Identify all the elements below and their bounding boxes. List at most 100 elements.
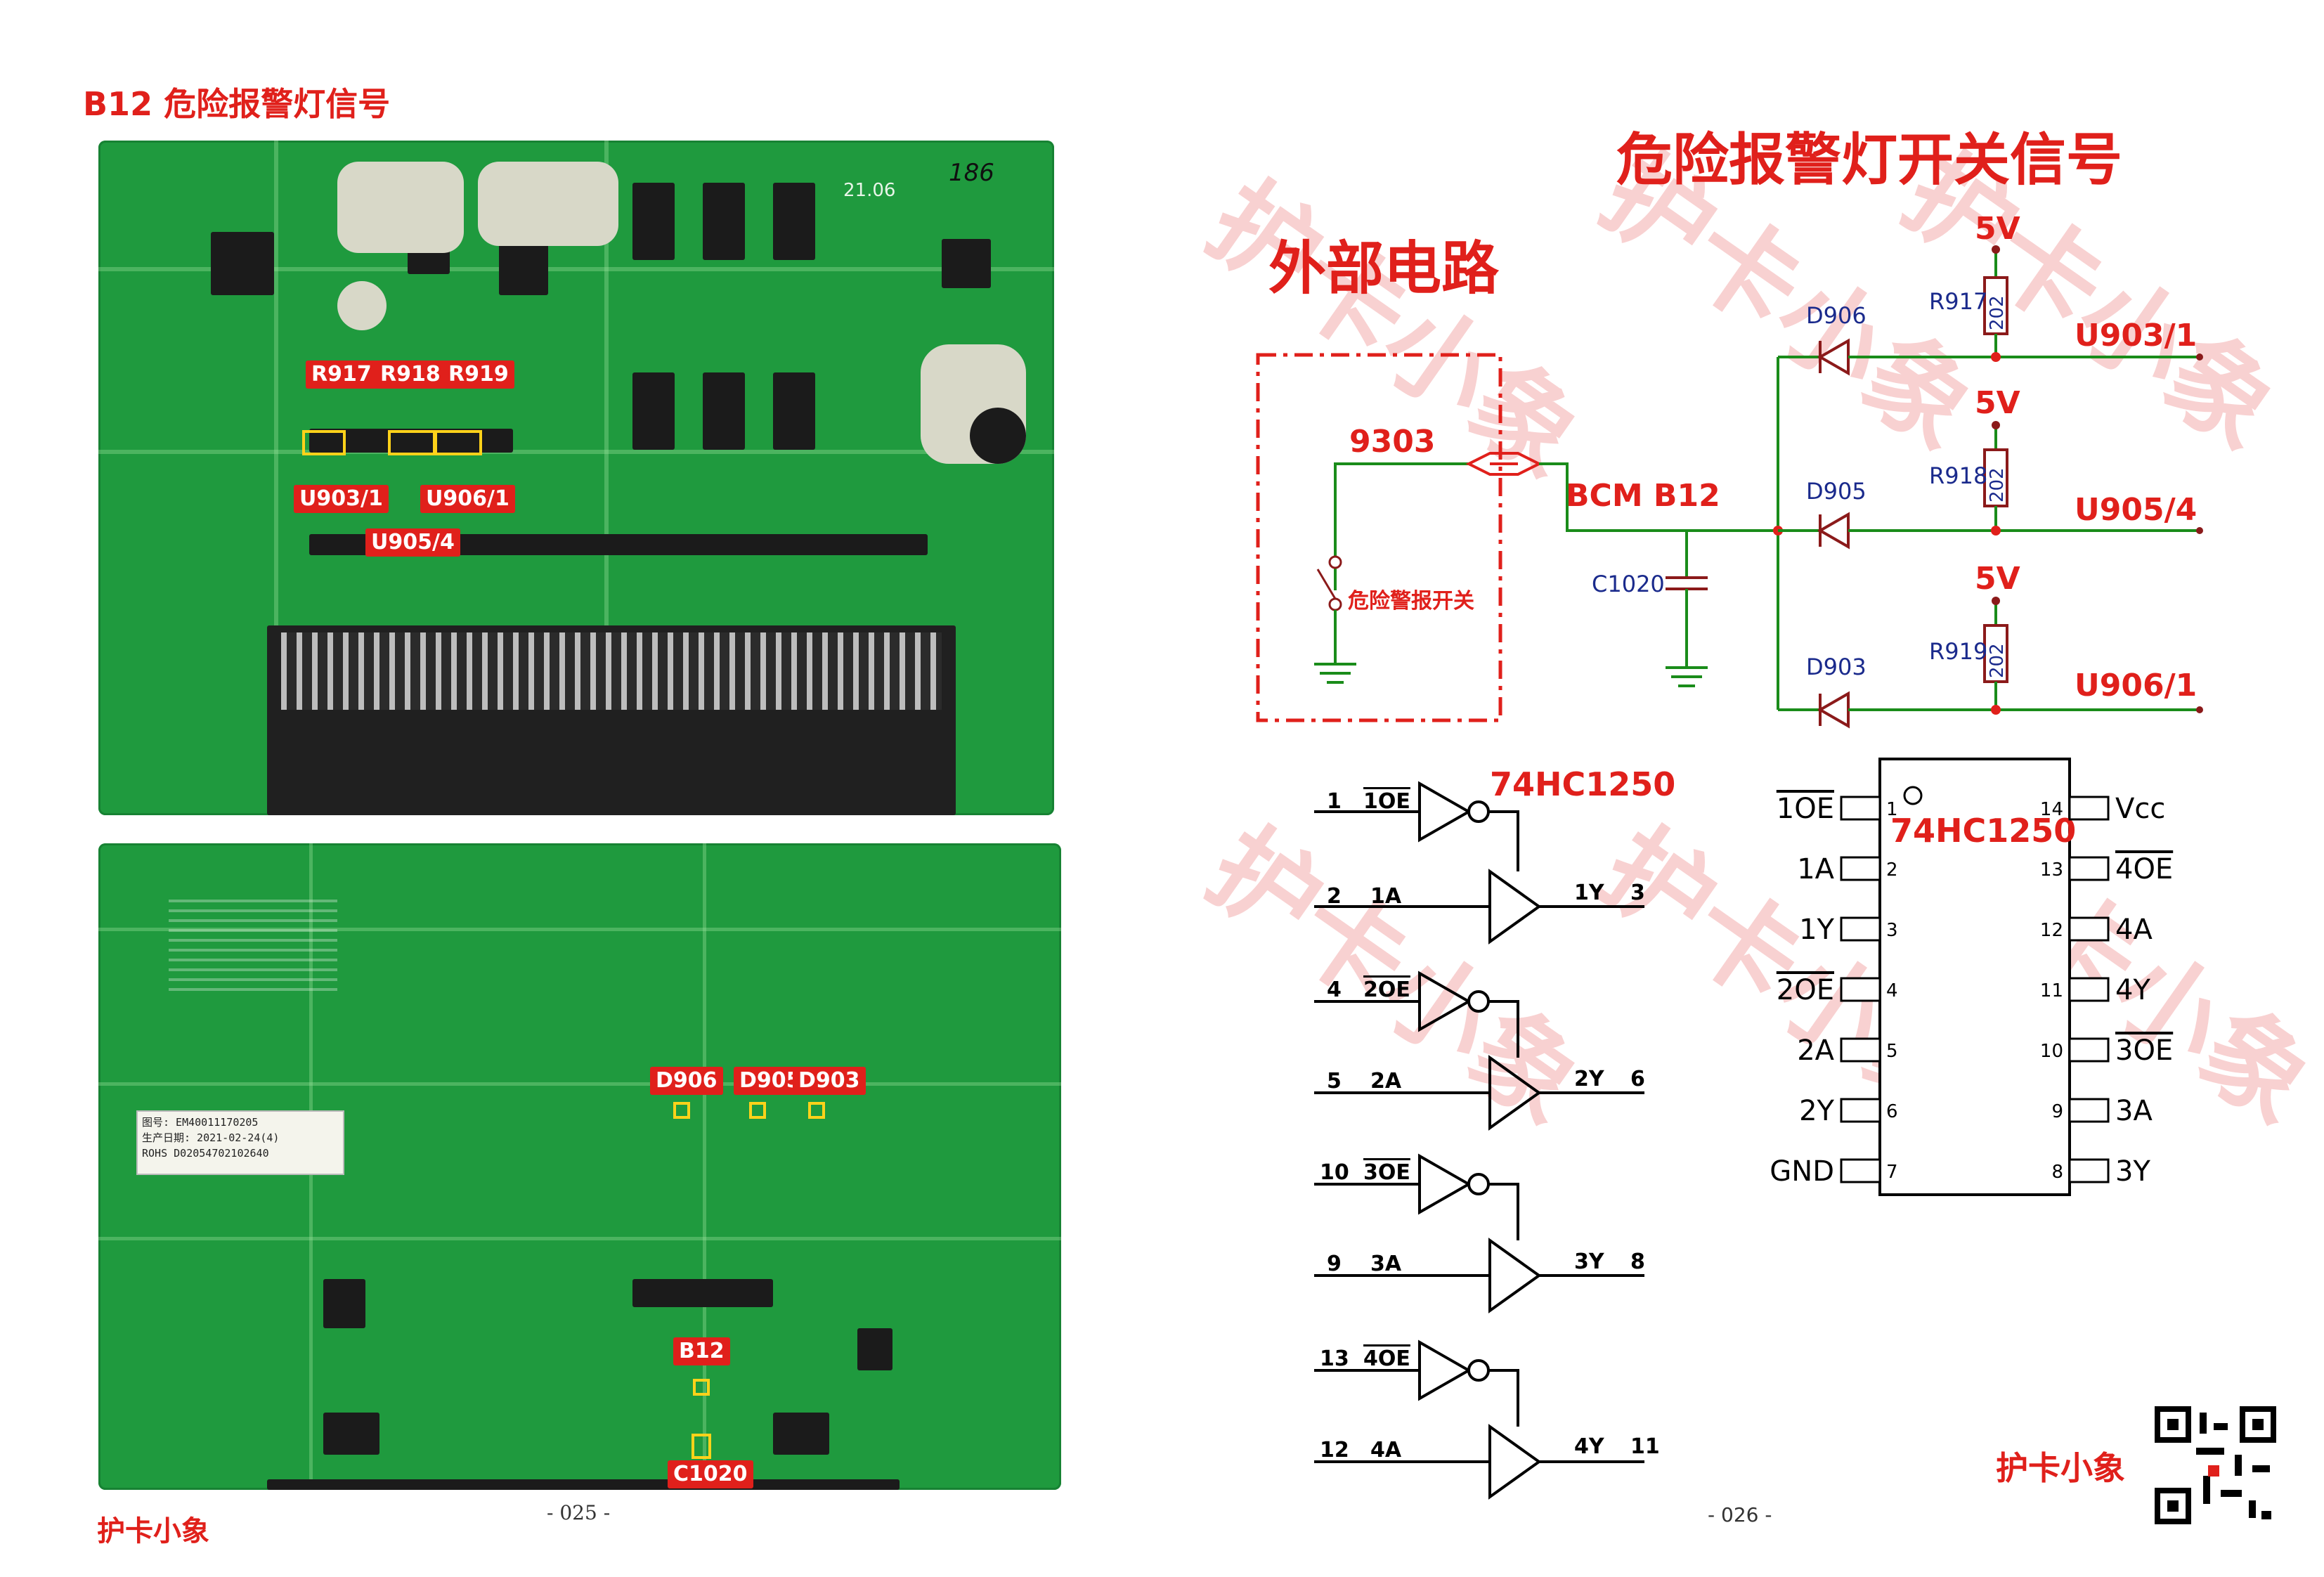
- ic-left-pin-3: 31Y: [1799, 914, 1897, 946]
- ic-right-pin-8: 8 3Y: [2051, 1155, 2150, 1188]
- supply-5v-3: 5V: [1975, 561, 2020, 597]
- switch-label: 危险警报开关: [1348, 589, 1474, 614]
- label-u905: U905/4: [365, 528, 460, 557]
- pcb-bottom-photo: 图号: EM40011170205 生产日期: 2021-02-24(4) RO…: [98, 843, 1061, 1490]
- gate-4: [1314, 1339, 1644, 1500]
- resistor-r919-label: R919: [1929, 638, 1987, 665]
- highlight-d903: [808, 1102, 825, 1119]
- gate-1-oe: 1OE: [1363, 789, 1410, 814]
- diode-row-2: [1778, 421, 2203, 550]
- qr-code-icon: [2155, 1406, 2276, 1524]
- capacitor-label: C1020: [1592, 571, 1665, 597]
- ic-left-pin-2: 21A: [1797, 853, 1897, 885]
- ic-pinout-title: 74HC1250: [1890, 812, 2076, 850]
- output-u903-label: U903/1: [2075, 318, 2197, 353]
- ic-pin-name: GND: [1770, 1155, 1834, 1188]
- gate-4-oe: 4OE: [1363, 1346, 1410, 1371]
- ic-left-pin-5: 52A: [1797, 1034, 1897, 1067]
- ic-pin-number: 11: [2040, 980, 2063, 1001]
- label-r918: R918: [375, 361, 446, 389]
- pcb-top-photo: 186 21.06: [98, 141, 1054, 815]
- resistor-r919-value: 202: [1987, 643, 2008, 678]
- ic-pinout-body: [1878, 758, 2071, 1196]
- switch-contact: [1316, 569, 1337, 599]
- right-brand: 护卡小象: [1996, 1449, 2125, 1487]
- resistor-r917-label: R917: [1929, 288, 1987, 315]
- label-r919: R919: [443, 361, 514, 389]
- label-d903: D903: [793, 1067, 866, 1095]
- label-u906: U906/1: [420, 485, 515, 513]
- supply-5v-1: 5V: [1975, 211, 2020, 247]
- label-d906: D906: [650, 1067, 723, 1095]
- ic-pin-number: 13: [2040, 859, 2063, 881]
- ic-pin-number: 8: [2051, 1162, 2063, 1183]
- ic-pin-number: 12: [2040, 920, 2063, 941]
- gate-2-out-pin: 6: [1630, 1067, 1645, 1091]
- gate-4-in-pin: 12: [1320, 1438, 1349, 1462]
- gate-3-out-pin: 8: [1630, 1250, 1645, 1274]
- diode-d906-label: D906: [1806, 302, 1867, 329]
- gate-4-oe-pin: 13: [1320, 1346, 1349, 1371]
- gate-1-in-pin: 2: [1327, 884, 1342, 909]
- ic-pin-name: 2A: [1797, 1034, 1834, 1067]
- highlight-d906: [673, 1102, 690, 1119]
- ic-pin-name: 3A: [2115, 1095, 2153, 1127]
- left-page-title: B12 危险报警灯信号: [83, 85, 391, 123]
- label-c1020: C1020: [668, 1460, 753, 1488]
- ic-right-pin-12: 12 4A: [2040, 914, 2153, 946]
- gate-3-oe-pin: 10: [1320, 1160, 1349, 1185]
- ic-pin-number: 6: [1886, 1101, 1898, 1122]
- diode-d905-label: D905: [1806, 478, 1867, 505]
- gate-3: [1314, 1153, 1644, 1313]
- resistor-r917-value: 202: [1987, 295, 2008, 330]
- net-9303-label: 9303: [1349, 424, 1435, 460]
- ic-right-pin-14: 14 Vcc: [2040, 793, 2165, 825]
- ic-pin1-marker: [1903, 786, 1923, 805]
- ic-pin-name: 4OE: [2115, 853, 2173, 885]
- supply-5v-2: 5V: [1975, 385, 2020, 421]
- external-circuit-label: 外部电路: [1268, 235, 1500, 302]
- gate-2-in-pin: 5: [1327, 1069, 1342, 1093]
- gate-1: [1314, 781, 1644, 945]
- ic-pin-name: 3OE: [2115, 1034, 2173, 1067]
- output-u906-label: U906/1: [2075, 668, 2197, 703]
- ic-pin-number: 10: [2040, 1041, 2063, 1062]
- ic-pin-name: 4A: [2115, 914, 2153, 946]
- gate-2-out: 2Y: [1574, 1067, 1605, 1091]
- ic-pin-number: 14: [2040, 799, 2063, 820]
- gate-4-out-pin: 11: [1630, 1434, 1660, 1459]
- ic-pin-name: 3Y: [2115, 1155, 2150, 1188]
- logic-diagram-title: 74HC1250: [1490, 765, 1675, 803]
- gate-2: [1314, 971, 1644, 1131]
- gate-1-oe-pin: 1: [1327, 789, 1342, 814]
- ic-pin-name: 2Y: [1799, 1095, 1834, 1127]
- left-page-number: - 025 -: [547, 1501, 611, 1524]
- gate-1-out-pin: 3: [1630, 881, 1645, 905]
- ic-pin-name: Vcc: [2115, 793, 2165, 825]
- silk-handwritten: 186: [949, 159, 994, 187]
- diode-row-1: [1778, 245, 2203, 376]
- ground-symbol-switch: [1314, 663, 1356, 684]
- ic-pin-name: 1A: [1797, 853, 1834, 885]
- sticker-line-1: 图号: EM40011170205: [142, 1116, 259, 1129]
- ic-pin-number: 4: [1886, 980, 1898, 1001]
- gate-4-out: 4Y: [1574, 1434, 1605, 1459]
- right-page-schematic: 护卡小象 护卡小象 护卡小象 护卡小象 护卡小象 护卡小象 危险报警灯开关信号 …: [1187, 127, 2324, 1526]
- resistor-r918-label: R918: [1929, 462, 1987, 489]
- bcm-b12-label: BCM B12: [1566, 478, 1720, 514]
- ic-right-pin-10: 10 3OE: [2040, 1034, 2173, 1067]
- label-u903: U903/1: [294, 485, 389, 513]
- gate-3-in: 3A: [1370, 1252, 1402, 1276]
- gate-2-in: 2A: [1370, 1069, 1402, 1093]
- label-r917: R917: [306, 361, 377, 389]
- label-b12: B12: [673, 1337, 730, 1365]
- gate-2-oe: 2OE: [1363, 978, 1410, 1002]
- right-page-number: - 026 -: [1708, 1503, 1772, 1526]
- wire-switch-to-connector: [1334, 462, 1469, 590]
